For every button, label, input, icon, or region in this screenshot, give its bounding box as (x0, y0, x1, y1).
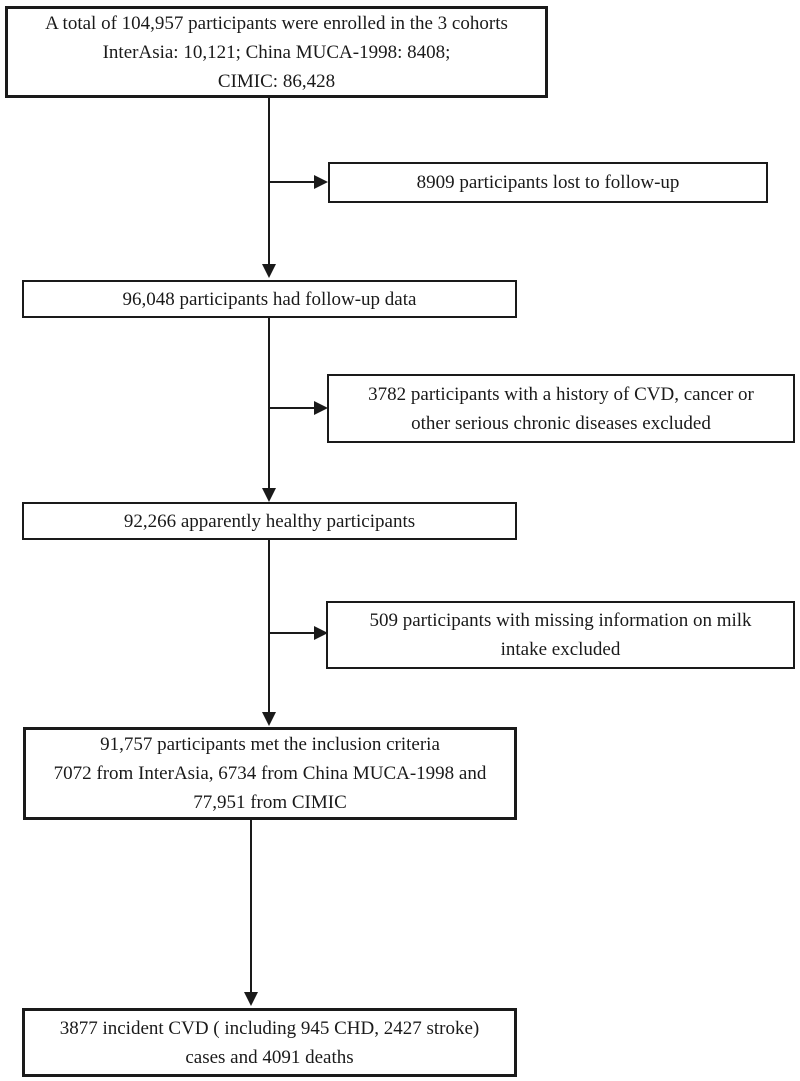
arrow-down-icon (262, 488, 276, 502)
arrow-right-icon (314, 401, 328, 415)
connector-line (269, 407, 315, 409)
box-history-excluded: 3782 participants with a history of CVD,… (327, 374, 795, 443)
text-line: 8909 participants lost to follow-up (416, 172, 680, 193)
text-line: 3782 participants with a history of CVD,… (368, 383, 754, 405)
arrow-down-icon (262, 264, 276, 278)
connector-line (268, 540, 270, 713)
arrow-down-icon (262, 712, 276, 726)
connector-line (250, 820, 252, 993)
text-line: InterAsia: 10,121; China MUCA-1998: 8408… (102, 41, 451, 63)
text-line: 96,048 participants had follow-up data (122, 288, 417, 310)
text-line: 3877 incident CVD ( including 945 CHD, 2… (59, 1017, 480, 1039)
arrow-right-icon (314, 626, 328, 640)
arrow-right-icon (314, 175, 328, 189)
text-line: A total of 104,957 participants were enr… (45, 12, 508, 34)
text-line: 92,266 apparently healthy participants (123, 510, 416, 532)
text-line: cases and 4091 deaths (185, 1046, 354, 1068)
box-had-followup: 96,048 participants had follow-up data (22, 280, 517, 318)
box-missing-milk: 509 participants with missing informatio… (326, 601, 795, 669)
text-line: 7072 from InterAsia, 6734 from China MUC… (53, 763, 487, 784)
box-inclusion-criteria: 91,757 participants met the inclusion cr… (23, 727, 517, 820)
text-line: 77,951 from CIMIC (193, 792, 347, 813)
text-line: 91,757 participants met the inclusion cr… (100, 734, 440, 755)
connector-line (269, 632, 315, 634)
box-outcomes: 3877 incident CVD ( including 945 CHD, 2… (22, 1008, 517, 1077)
connector-line (268, 317, 270, 489)
box-healthy: 92,266 apparently healthy participants (22, 502, 517, 540)
text-line: other serious chronic diseases excluded (411, 412, 711, 434)
arrow-down-icon (244, 992, 258, 1006)
box-enrolled-total: A total of 104,957 participants were enr… (5, 6, 548, 98)
box-lost-followup: 8909 participants lost to follow-up (328, 162, 768, 203)
text-line: 509 participants with missing informatio… (369, 610, 752, 631)
text-line: CIMIC: 86,428 (217, 70, 336, 92)
text-line: intake excluded (500, 639, 621, 660)
connector-line (269, 181, 315, 183)
